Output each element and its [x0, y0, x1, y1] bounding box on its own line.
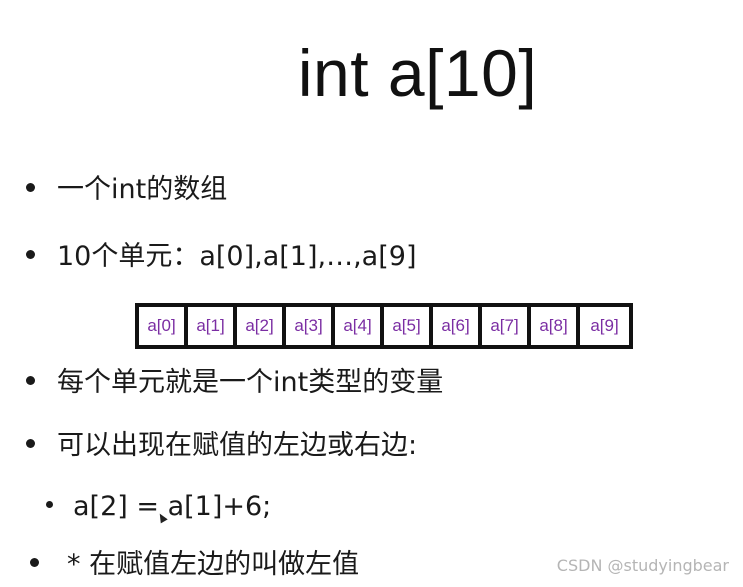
- bullet-item: 每个单元就是一个int类型的变量: [26, 365, 443, 401]
- bullet-dot-icon: [26, 250, 35, 259]
- array-diagram: a[0] a[1] a[2] a[3] a[4] a[5] a[6] a[7] …: [135, 303, 633, 349]
- array-cell: a[5]: [384, 307, 433, 345]
- array-cell: a[8]: [531, 307, 580, 345]
- array-cell: a[6]: [433, 307, 482, 345]
- array-cell: a[2]: [237, 307, 286, 345]
- bullet-item: * 在赋值左边的叫做左值: [30, 547, 359, 583]
- bullet-dot-icon: [30, 558, 39, 567]
- bullet-text: 可以出现在赋值的左边或右边:: [57, 430, 418, 461]
- array-cell: a[7]: [482, 307, 531, 345]
- bullet-dot-icon: [26, 376, 35, 385]
- bullet-item: 10个单元：a[0],a[1],…,a[9]: [26, 239, 416, 275]
- sub-bullet-item: a[2] = a[1]+6;: [46, 489, 271, 525]
- array-cell: a[9]: [590, 316, 619, 335]
- bullet-text: * 在赋值左边的叫做左值: [67, 549, 360, 580]
- array-cell: a[1]: [188, 307, 237, 345]
- bullet-text: 一个int的数组: [57, 174, 228, 205]
- array-cell: a[3]: [286, 307, 335, 345]
- slide-title: int a[10]: [297, 36, 538, 110]
- bullet-item: 一个int的数组: [26, 172, 227, 208]
- bullet-dot-icon: [26, 439, 35, 448]
- bullet-dot-icon: [26, 183, 35, 192]
- watermark: CSDN @studyingbear: [556, 556, 729, 575]
- array-cell: a[0]: [139, 307, 188, 345]
- bullet-text: 10个单元：a[0],a[1],…,a[9]: [57, 241, 417, 272]
- array-cell: a[4]: [335, 307, 384, 345]
- bullet-item: 可以出现在赋值的左边或右边:: [26, 428, 417, 464]
- bullet-dot-icon: [46, 501, 53, 508]
- bullet-text: 每个单元就是一个int类型的变量: [57, 367, 444, 398]
- code-example: a[2] = a[1]+6;: [73, 491, 272, 522]
